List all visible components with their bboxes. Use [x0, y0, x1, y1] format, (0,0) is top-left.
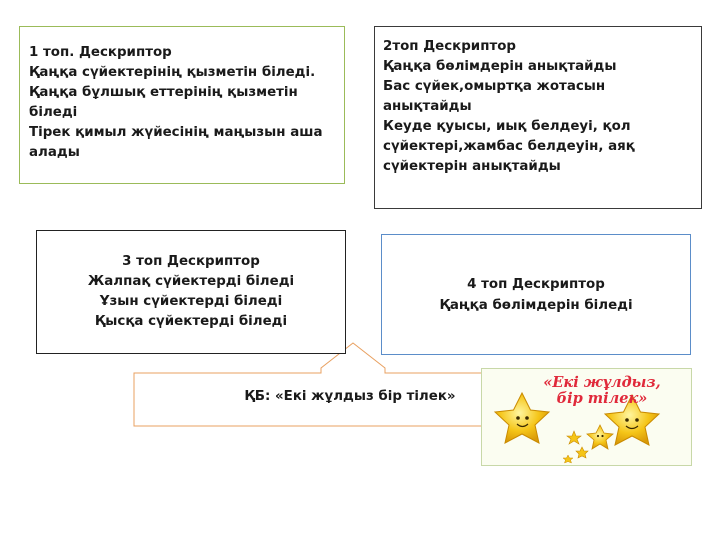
tiny-star-icon: [566, 430, 582, 445]
two-stars-picture: «Екі жұлдыз, бір тілек»: [481, 368, 692, 466]
group4-line: Қаңқа бөлімдерін біледі: [439, 297, 633, 313]
group4-descriptor-box: 4 топ Дескриптор Қаңқа бөлімдерін біледі: [381, 234, 691, 355]
group1-descriptor-box: 1 топ. Дескриптор Қаңқа сүйектерінің қыз…: [19, 26, 345, 184]
group4-title: 4 топ Дескриптор: [467, 276, 605, 292]
assessment-callout-text: ҚБ: «Екі жұлдыз бір тілек»: [244, 389, 456, 404]
stars-caption: «Екі жұлдыз, бір тілек»: [522, 375, 682, 407]
group2-line: сүйектерін анықтайды: [383, 159, 561, 174]
tiny-star-icon: [562, 454, 574, 464]
stars-illustration: [493, 391, 661, 464]
group1-line: Қаңқа сүйектерінің қызметін біледі.: [29, 65, 316, 80]
group3-descriptor-box: 3 топ Дескриптор Жалпақ сүйектерді білед…: [36, 230, 346, 354]
tiny-star-icon: [575, 446, 589, 459]
group1-line: алады: [29, 145, 80, 160]
group2-line: анықтайды: [383, 99, 472, 114]
caption-line: «Екі жұлдыз,: [543, 374, 661, 391]
group2-descriptor-box: 2топ Дескриптор Қаңқа бөлімдерін анықтай…: [374, 26, 702, 209]
group1-line: Тірек қимыл жүйесінің маңызын аша: [29, 125, 323, 140]
right-star-icon: [603, 393, 661, 446]
small-star-icon: [586, 424, 614, 450]
left-star-icon: [493, 391, 551, 444]
group1-line: біледі: [29, 105, 78, 120]
group1-title: 1 топ. Дескриптор: [29, 45, 172, 60]
group2-line: Кеуде қуысы, иық белдеуі, қол: [383, 119, 631, 134]
group3-line: Ұзын сүйектерді біледі: [99, 294, 283, 309]
group2-title: 2топ Дескриптор: [383, 39, 516, 54]
group2-line: Бас сүйек,омыртқа жотасын: [383, 79, 606, 94]
group3-line: Қысқа сүйектерді біледі: [94, 314, 288, 329]
group3-line: Жалпақ сүйектерді біледі: [87, 274, 295, 289]
group1-line: Қаңқа бұлшық еттерінің қызметін: [29, 85, 298, 100]
group2-line: Қаңқа бөлімдерін анықтайды: [383, 59, 617, 74]
caption-line: бір тілек»: [556, 390, 648, 407]
group2-line: сүйектері,жамбас белдеуін, аяқ: [383, 139, 635, 154]
group3-title: 3 топ Дескриптор: [122, 254, 260, 269]
